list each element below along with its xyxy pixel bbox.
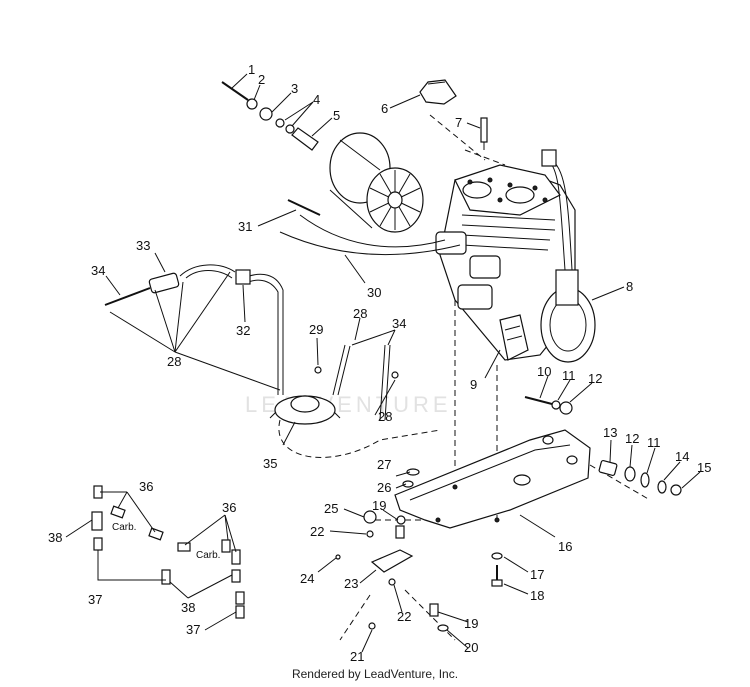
callout-37-left: 37 [88, 592, 102, 607]
callout-23: 23 [344, 576, 358, 591]
callout-16: 16 [558, 539, 572, 554]
carb-label-left: Carb. [112, 522, 136, 533]
callout-38-left: 38 [48, 530, 62, 545]
callout-34-left: 34 [91, 263, 105, 278]
fuel-lines [332, 344, 391, 421]
mount-bolt-lower [491, 552, 503, 587]
callout-5: 5 [333, 108, 340, 123]
callout-1: 1 [248, 62, 255, 77]
recoil-starter [329, 132, 424, 233]
carb-label-right: Carb. [196, 550, 220, 561]
callout-26: 26 [377, 480, 391, 495]
callout-22-lower: 22 [397, 609, 411, 624]
callout-11-upper: 11 [562, 368, 576, 383]
callout-20: 20 [464, 640, 478, 655]
starter-bolts [221, 81, 319, 151]
callout-33: 33 [136, 238, 150, 253]
bracket-hardware [335, 468, 449, 632]
callout-17: 17 [530, 567, 544, 582]
callout-24: 24 [300, 571, 314, 586]
fuel-pump [269, 395, 341, 425]
callout-4: 4 [313, 92, 320, 107]
callout-6: 6 [381, 101, 388, 116]
leader-lines [65, 73, 701, 653]
callout-35: 35 [263, 456, 277, 471]
callout-27: 27 [377, 457, 391, 472]
callout-37-right: 37 [186, 622, 200, 637]
callout-2: 2 [258, 72, 265, 87]
throttle-cable [279, 214, 461, 255]
callout-12-right: 12 [625, 431, 639, 446]
callout-19-upper: 19 [372, 498, 386, 513]
callout-11-right: 11 [647, 435, 661, 450]
callout-30: 30 [367, 285, 381, 300]
callout-7: 7 [455, 115, 462, 130]
footer-credit: Rendered by LeadVenture, Inc. [291, 667, 459, 681]
callout-18: 18 [530, 588, 544, 603]
callout-32: 32 [236, 323, 250, 338]
callout-29: 29 [309, 322, 323, 337]
tie-strap [287, 199, 321, 216]
callout-31: 31 [238, 219, 252, 234]
callout-22-upper: 22 [310, 524, 324, 539]
callout-28-right: 28 [378, 409, 392, 424]
mount-hardware-right [598, 459, 682, 496]
callout-10: 10 [537, 364, 551, 379]
mount-plate [394, 429, 591, 529]
callout-labels: 1 2 3 4 5 6 7 8 9 10 11 12 13 12 11 14 1… [48, 62, 711, 664]
callout-14: 14 [675, 449, 689, 464]
fuel-filter [104, 264, 284, 395]
callout-25: 25 [324, 501, 338, 516]
callout-38-right: 38 [181, 600, 195, 615]
fuel-cap [419, 79, 457, 105]
callout-12-upper: 12 [588, 371, 602, 386]
callout-28-left: 28 [167, 354, 181, 369]
engine-assembly [435, 164, 596, 363]
callout-3: 3 [291, 81, 298, 96]
callout-19-lower: 19 [464, 616, 478, 631]
callout-36-left: 36 [139, 479, 153, 494]
callout-13: 13 [603, 425, 617, 440]
callout-8: 8 [626, 279, 633, 294]
callout-9: 9 [470, 377, 477, 392]
callout-28-center: 28 [353, 306, 367, 321]
spark-plug [480, 117, 573, 271]
callout-36-right: 36 [222, 500, 236, 515]
callout-21: 21 [350, 649, 364, 664]
callout-34-center: 34 [392, 316, 406, 331]
callout-15: 15 [697, 460, 711, 475]
mount-bolt-upper [524, 396, 573, 415]
